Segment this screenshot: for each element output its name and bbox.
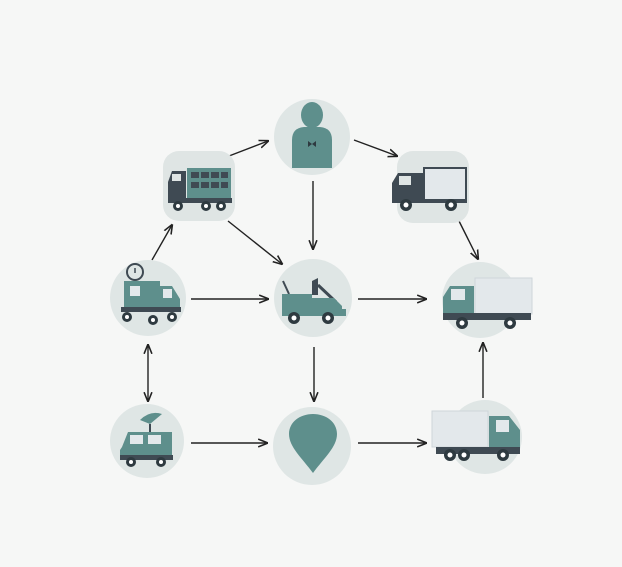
node-crane-truck: [274, 259, 352, 337]
node-person: [274, 99, 350, 175]
edge-box-truck-to-person: [228, 141, 268, 157]
edge-service-van-to-box-truck: [151, 225, 172, 261]
node-delivery-truck-top-right: [392, 151, 469, 223]
delivery-truck-icon: [392, 167, 467, 211]
edges: [148, 139, 483, 443]
container-truck-icon: [168, 168, 232, 211]
edge-box-truck-to-crane-truck: [227, 220, 282, 264]
node-service-van: [110, 260, 186, 336]
person-bowtie-icon: [292, 102, 332, 168]
node-box-truck-top-left: [163, 151, 235, 221]
edge-delivery-truck-to-cargo-truck: [458, 220, 478, 259]
cargo-truck-icon: [443, 277, 533, 329]
location-pin-icon: [289, 414, 337, 473]
node-cargo-truck-bottom-right: [431, 400, 522, 474]
node-emergency-vehicle: [110, 404, 184, 478]
crane-truck-icon: [282, 278, 346, 324]
node-cargo-truck-right: [442, 262, 533, 338]
service-van-icon: [121, 263, 181, 325]
node-location-pin: [273, 407, 351, 485]
edge-person-to-delivery-truck: [353, 139, 397, 156]
cargo-truck-icon: [431, 410, 520, 461]
emergency-vehicle-icon: [120, 412, 173, 467]
